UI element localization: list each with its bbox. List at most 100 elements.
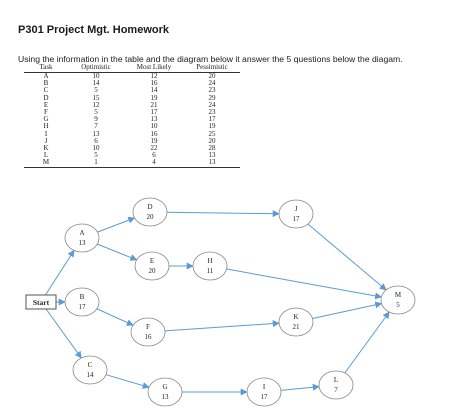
column-header-optimistic: Optimistic bbox=[68, 63, 124, 73]
node-circle bbox=[130, 317, 166, 347]
node-duration: 14 bbox=[87, 371, 95, 379]
most-likely-cell: 19 bbox=[150, 136, 158, 145]
most-likely-cell: 10 bbox=[150, 122, 158, 131]
task-cell: G bbox=[43, 115, 49, 124]
node-circle bbox=[132, 197, 168, 227]
node-duration: 5 bbox=[396, 301, 400, 309]
node-g: G13 bbox=[147, 377, 183, 407]
node-h: H 11 bbox=[192, 251, 228, 281]
edge-a-d bbox=[97, 216, 136, 233]
node-duration: 7 bbox=[334, 386, 338, 394]
pessimistic-cell: 13 bbox=[184, 159, 240, 168]
column-header-most-likely: Most Likely bbox=[124, 63, 184, 73]
most-likely-cell: 6 bbox=[152, 151, 156, 160]
node-label: D bbox=[147, 203, 152, 211]
task-cell: H bbox=[43, 122, 49, 131]
most-likely-cell: 16 bbox=[150, 129, 158, 138]
node-circle bbox=[134, 251, 170, 281]
pessimistic-cell: 25 bbox=[208, 129, 216, 138]
node-d: D20 bbox=[132, 197, 168, 227]
optimistic-cell: 12 bbox=[92, 100, 100, 109]
edge-start-a bbox=[45, 249, 75, 296]
optimistic-cell: 5 bbox=[94, 108, 98, 117]
node-l: L7 bbox=[318, 370, 354, 400]
edge-b-f bbox=[96, 308, 134, 326]
task-cell: I bbox=[44, 129, 48, 138]
node-label: M bbox=[395, 291, 402, 299]
node-i: I17 bbox=[246, 377, 282, 407]
edge-d-j bbox=[166, 210, 280, 218]
node-circle bbox=[147, 377, 183, 407]
node-circle bbox=[246, 377, 282, 407]
pessimistic-cell: 19 bbox=[208, 122, 216, 131]
optimistic-cell: 5 bbox=[94, 151, 98, 160]
node-circle bbox=[318, 370, 354, 400]
edge-start-c bbox=[45, 308, 82, 359]
node-circle bbox=[64, 223, 100, 253]
node-duration: 16 bbox=[145, 333, 153, 341]
edge-k-m bbox=[312, 301, 383, 319]
pessimistic-cell: 23 bbox=[208, 108, 216, 117]
optimistic-cell: 13 bbox=[92, 129, 100, 138]
task-cell: A bbox=[43, 72, 49, 80]
optimistic-cell: 10 bbox=[92, 144, 100, 153]
node-duration: 20 bbox=[149, 267, 157, 275]
table-row: L 5 6 13 bbox=[24, 152, 240, 159]
pessimistic-cell: 23 bbox=[208, 86, 216, 95]
node-label: L bbox=[334, 376, 338, 384]
most-likely-cell: 17 bbox=[150, 108, 158, 117]
most-likely-cell: 13 bbox=[150, 115, 158, 124]
pessimistic-cell: 24 bbox=[208, 100, 216, 109]
most-likely-cell: 16 bbox=[150, 79, 158, 88]
table-row: I 13 16 25 bbox=[24, 129, 240, 138]
node-circle bbox=[278, 307, 314, 337]
optimistic-cell: 9 bbox=[94, 115, 98, 124]
node-circle bbox=[192, 251, 228, 281]
most-likely-cell: 4 bbox=[124, 159, 184, 168]
most-likely-cell: 21 bbox=[150, 100, 158, 109]
node-c: C 14 bbox=[72, 355, 108, 385]
node-circle bbox=[64, 287, 100, 317]
pessimistic-cell: 28 bbox=[208, 144, 216, 153]
node-e: E20 bbox=[134, 251, 170, 281]
task-cell: D bbox=[43, 93, 49, 102]
node-circle bbox=[72, 355, 108, 385]
column-header-pessimistic: Pessimistic bbox=[184, 63, 240, 73]
node-label: H bbox=[207, 257, 212, 265]
node-m: M5 bbox=[380, 285, 416, 315]
most-likely-cell: 12 bbox=[150, 72, 158, 80]
edge-c-g bbox=[105, 374, 150, 389]
edge-f-k bbox=[164, 320, 280, 332]
task-cell: L bbox=[43, 151, 49, 160]
page-title: P301 Project Mgt. Homework bbox=[18, 24, 169, 36]
node-f: F16 bbox=[130, 317, 166, 347]
table-header-row: Task Optimistic Most Likely Pessimistic bbox=[24, 63, 240, 73]
optimistic-cell: 1 bbox=[68, 159, 124, 168]
node-duration: 11 bbox=[207, 267, 214, 275]
optimistic-cell: 15 bbox=[92, 93, 100, 102]
node-duration: 17 bbox=[79, 303, 87, 311]
most-likely-cell: 19 bbox=[150, 93, 158, 102]
edge-h-m bbox=[226, 268, 383, 300]
task-cell: E bbox=[43, 100, 49, 109]
task-cell: J bbox=[44, 136, 48, 145]
pessimistic-cell: 13 bbox=[208, 151, 216, 160]
optimistic-cell: 6 bbox=[94, 136, 98, 145]
node-label: C bbox=[88, 361, 93, 369]
node-label: B bbox=[80, 293, 85, 301]
start-box bbox=[25, 294, 57, 310]
pessimistic-cell: 24 bbox=[208, 79, 216, 88]
diagram-edges bbox=[45, 210, 390, 396]
node-label: A bbox=[79, 229, 84, 237]
task-cell: F bbox=[44, 108, 48, 117]
edge-l-m bbox=[344, 311, 390, 374]
optimistic-cell: 10 bbox=[92, 72, 100, 80]
table-row: E 12 21 24 bbox=[24, 100, 240, 109]
start-label: Start bbox=[33, 298, 50, 307]
